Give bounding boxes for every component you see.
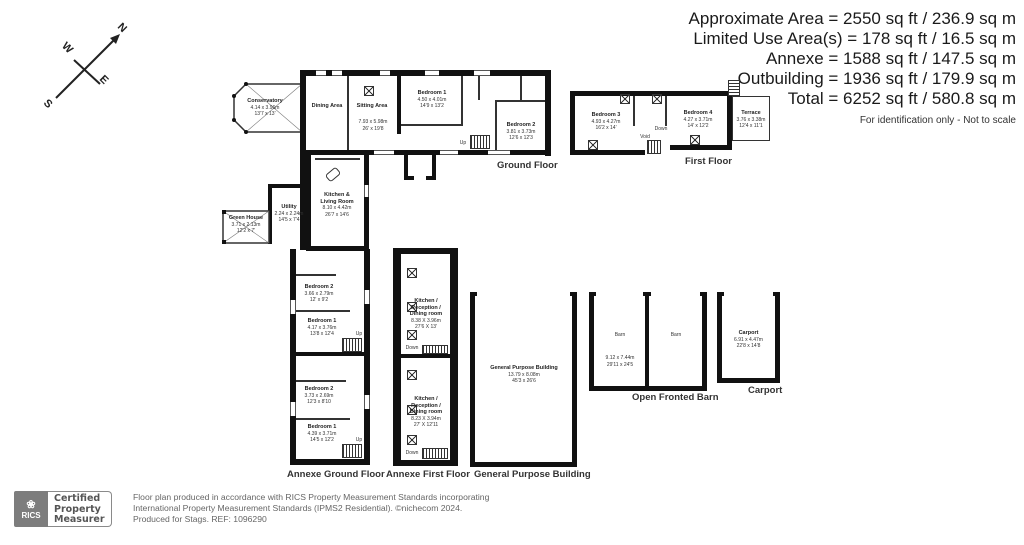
skylight-icon [407,370,417,380]
stairs-up-label: Up [355,331,363,337]
stairs-down-label: Down [405,345,419,351]
skylight-icon [690,135,700,145]
stairs-down-label: Down [405,450,419,456]
terrace-outline [732,96,770,141]
room-annexe-bedroom-1a: Bedroom 1 4.17 x 3.76m 13'8 x 12'4 [307,318,337,337]
total-area: Total = 6252 sq ft / 580.8 sq m [787,89,1016,108]
room-bedroom-2: Bedroom 2 3.81 x 3.73m 12'6 x 12'3 [506,122,536,141]
skylight-icon [407,302,417,312]
skylight-icon [407,330,417,340]
room-annexe-kitchen-a: Kitchen / Reception / Dining room 8.38 X… [409,298,443,330]
skylight-icon [620,94,630,104]
compass-icon: N S W E [38,18,138,118]
room-dining-area: Dining Area [311,103,343,109]
skylight-icon [407,435,417,445]
rics-certified-badge: ❀ RICS Certified Property Measurer [14,491,112,527]
rics-logo: ❀ RICS [14,491,48,527]
room-bedroom-3: Bedroom 3 4.93 x 4.27m 16'2 x 14' [591,112,621,131]
room-kitchen-living: Kitchen & Living Room 8.10 x 4.42m 26'7 … [320,192,354,218]
skylight-icon [588,140,598,150]
scale-note: For identification only - Not to scale [859,115,1016,126]
skylight-icon [407,405,417,415]
room-general-purpose: General Purpose Building 13.79 x 8.08m 4… [490,365,558,384]
terrace-steps [728,80,740,96]
room-green-house: Green House 3.71 x 2.13m 12'2 x 7' [228,215,264,234]
room-carport: Carport 6.91 x 4.47m 22'8 x 14'8 [734,330,763,349]
room-utility: Utility 2.24 x 2.24m 14'5 x 7'4 [274,204,304,223]
skylight-icon [364,86,374,96]
stairs-up-label: Up [355,437,363,443]
void-label: Void [640,134,650,140]
barn-label: Open Fronted Barn [632,392,719,403]
footer-disclaimer: Floor plan produced in accordance with R… [133,492,490,524]
rics-emblem-icon: ❀ [26,498,36,511]
room-bedroom-1: Bedroom 1 4.50 x 4.01m 14'9 x 13'2 [417,90,447,109]
room-terrace: Terrace 3.76 x 3.38m 12'4 x 11'1 [736,110,766,129]
area-summary: Approximate Area = 2550 sq ft / 236.9 sq… [689,9,1016,126]
stairs-down-label: Down [654,126,668,132]
outbuilding-area: Outbuilding = 1936 sq ft / 179.9 sq m [737,69,1016,88]
skylight-icon [652,94,662,104]
limited-use-area: Limited Use Area(s) = 178 sq ft / 16.5 s… [693,29,1016,48]
ground-floor-label: Ground Floor [497,160,558,171]
room-barn-2: Barn [670,332,682,338]
room-barn-1: Barn [614,332,626,338]
approx-area: Approximate Area = 2550 sq ft / 236.9 sq… [688,9,1016,28]
room-annexe-bedroom-2a: Bedroom 2 3.66 x 2.79m 12' x 9'2 [304,284,334,303]
certified-property-measurer: Certified Property Measurer [48,491,112,527]
room-annexe-bedroom-1b: Bedroom 1 4.39 x 3.71m 14'5 x 12'2 [307,424,337,443]
carport-label: Carport [748,385,783,396]
room-annexe-bedroom-2b: Bedroom 2 3.73 x 2.69m 12'3 x 8'10 [304,386,334,405]
general-purpose-label: General Purpose Building [474,469,591,480]
room-bedroom-4: Bedroom 4 4.27 x 3.71m 14' x 12'2 [683,110,713,129]
annexe-area: Annexe = 1588 sq ft / 147.5 sq m [766,49,1016,68]
green-house-outline [222,210,270,244]
annexe-first-floor-label: Annexe First Floor [386,469,470,480]
stairs-up-label: Up [459,140,467,146]
room-annexe-kitchen-b: Kitchen / Reception / Dining room 8.23 X… [409,396,443,428]
room-sitting-area: Sitting Area [356,103,388,109]
first-floor-label: First Floor [685,156,732,167]
annexe-ground-floor-label: Annexe Ground Floor [287,469,385,480]
skylight-icon [407,268,417,278]
room-conservatory: Conservatory 4.14 x 3.96m 13'7 x 13' [247,98,283,117]
hob-icon [324,166,342,183]
